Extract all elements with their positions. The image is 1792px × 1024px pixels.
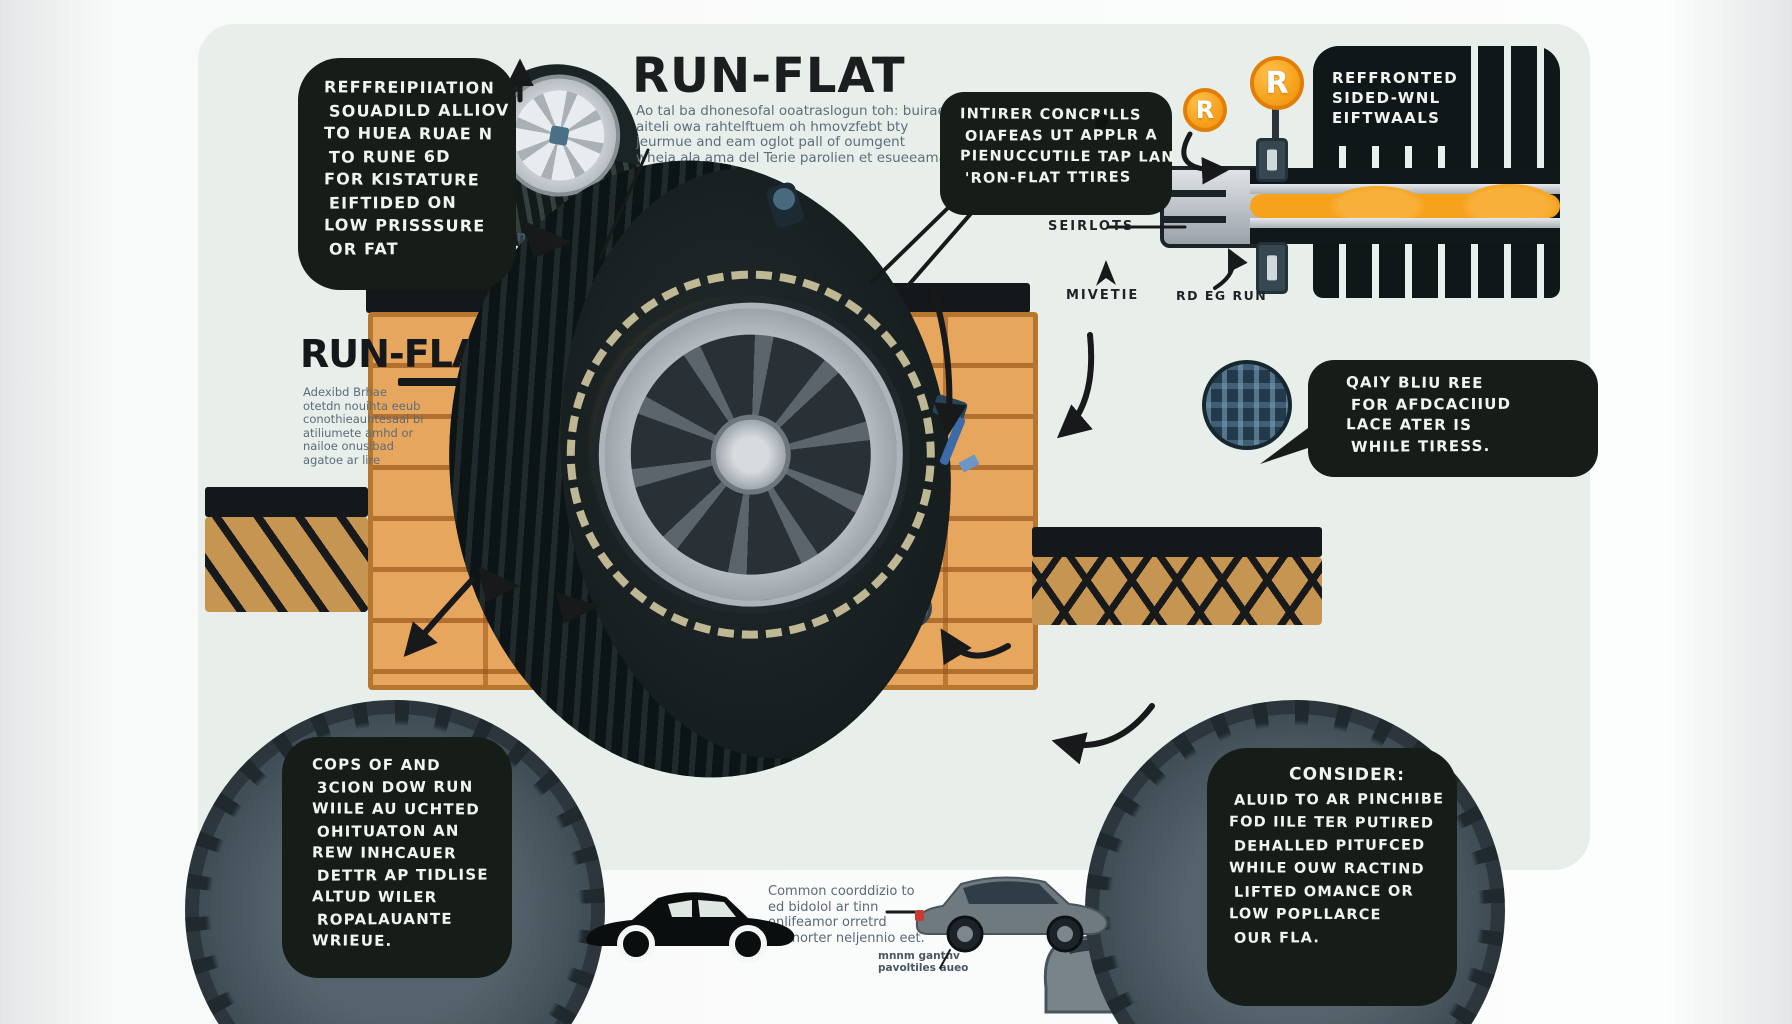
tread-pattern-circle (1202, 360, 1292, 450)
text-line: Ao tal ba dhonesofal ooatraslogun toh: b… (636, 103, 955, 119)
car-silhouette-black (586, 892, 795, 963)
text-line: aiteli owa rahtelftuem oh hmovzfebt bty (636, 118, 909, 135)
sensor-stem (1272, 106, 1279, 144)
text-line: Common coorddizio to (768, 884, 915, 899)
car-silhouette-gray (915, 876, 1109, 953)
text-line: Adexibd Brhae (303, 385, 387, 399)
text-line: 3CION DOW RUN (316, 777, 474, 797)
text-line: WHILE OUW RACTIND (1228, 860, 1425, 878)
text-line: DEHALLED PITUFCED (1233, 837, 1426, 855)
text-line: REFFRONTED (1332, 69, 1459, 87)
text-line: WHILE TIRESS. (1350, 436, 1491, 456)
intro-paragraph: Ao tal ba dhonesofal ooatraslogun toh: b… (636, 103, 959, 166)
text-line: REW INHCAUER (311, 843, 457, 863)
run-flat-badge: R (1183, 88, 1227, 132)
left-road-section (205, 517, 368, 612)
cross-section-top-wall (1250, 168, 1560, 184)
text-line: LOW POPLLARCE (1228, 906, 1382, 924)
text-line: LIFTED OMANCE OR (1233, 883, 1414, 901)
text-line: otetdn nouihta eeub (303, 398, 421, 413)
text-line: pavoltiles aueo (878, 962, 969, 974)
text-line: PIENUCCUTILE TAP LAN (959, 148, 1175, 166)
text-line: TO RUNE 6D (328, 146, 451, 167)
label-seirlots: SEIRLOTS (1048, 219, 1135, 234)
text-line: REFFREIPIIATION (323, 77, 496, 98)
text-line: ed bidolol ar tinn (768, 899, 879, 915)
run-flat-badge: R (1250, 56, 1304, 110)
text-line: OIAFEAS UT APPLR A (964, 127, 1158, 145)
sidewall-label-blob (1316, 46, 1468, 146)
text-line: OHITUATON AN (316, 821, 460, 841)
bead-groove (1164, 216, 1226, 223)
text-line: LACE ATER IS (1345, 415, 1473, 435)
wheel (617, 925, 655, 963)
text-line: WRIEUE. (311, 931, 393, 950)
pressure-sensor-bottom (1256, 242, 1288, 294)
text-line: CONSIDER: (1288, 764, 1406, 786)
text-line: onlifeamor orretrd (768, 915, 887, 930)
pressure-sensor-top (1256, 138, 1288, 182)
sidewall-label: REFFRONTED SIDED-WNL EIFTWAALS (1332, 68, 1458, 128)
wheel (1046, 915, 1084, 953)
text-line: OR FAT (328, 239, 399, 259)
text-line: eel norter neljennio eet. (768, 930, 925, 946)
text-line: jeurmue and eam oglot pall of oumgent (636, 134, 905, 150)
text-line: conothieauhtesaal bi (303, 412, 424, 426)
wheel (729, 925, 767, 963)
text-line: FOR AFDCACIIUD (1350, 394, 1512, 414)
left-road-top-band (205, 487, 368, 517)
right-road-top-band (1032, 527, 1322, 557)
text-line: atiliumete amhd or (303, 425, 414, 440)
text-line: DETTR AP TIDLISE (316, 865, 489, 885)
text-line: EIFTIDED ON (328, 192, 458, 213)
text-line: INTIRER CONCRILLS (959, 106, 1142, 124)
cross-section-bottom-wall (1250, 228, 1560, 244)
text-line: agatoe ar lire (303, 452, 381, 467)
right-road-section (1032, 557, 1322, 625)
wheel (946, 915, 984, 953)
text-line: SIDED-WNL (1332, 89, 1441, 107)
cross-section-liner-bottom (1250, 218, 1560, 228)
label-rd-eg-run: RD EG RUN (1176, 288, 1268, 303)
text-line: 'RON-FLAT TTIRES (964, 169, 1132, 187)
text-line: FOD IILE TER PUTIRED (1228, 814, 1435, 832)
bead-groove (1164, 190, 1226, 197)
label-mivetie: MIVETIE (1066, 288, 1140, 303)
text-line: mnnm gantnv (878, 950, 960, 962)
text-line: EIFTWAALS (1332, 109, 1441, 127)
text-line: SOUADILD ALLIOV (328, 100, 510, 121)
text-line: WIILE AU UCHTED (311, 799, 481, 819)
text-line: ALTUD WILER (311, 887, 438, 907)
text-line: ALUID TO AR PINCHIBE (1233, 791, 1445, 809)
valve-cap (773, 188, 795, 210)
text-line: nailoe onusibad (303, 439, 394, 453)
text-line: TO HUEA RUAE N (323, 123, 494, 144)
text-line: QAIY BLIU REE (1345, 373, 1484, 393)
text-line: FOR KISTATURE (323, 169, 480, 190)
bubble-consider: CONSIDER: ALUID TO AR PINCHIBE FOD IILE TE… (1207, 748, 1457, 1006)
small-tire-hub (548, 125, 570, 146)
text-line: ROPALAUANTE (316, 909, 453, 929)
text-line: LOW PRISSSURE (323, 215, 486, 236)
page-title: RUN-FLAT (632, 48, 906, 104)
text-line: OUR FLA. (1233, 930, 1321, 947)
text-line: COPS OF AND (311, 755, 441, 775)
bubble-inner-liner: INTIRER CONCRILLS OIAFEAS UT APPLR A PIENU… (940, 92, 1175, 215)
